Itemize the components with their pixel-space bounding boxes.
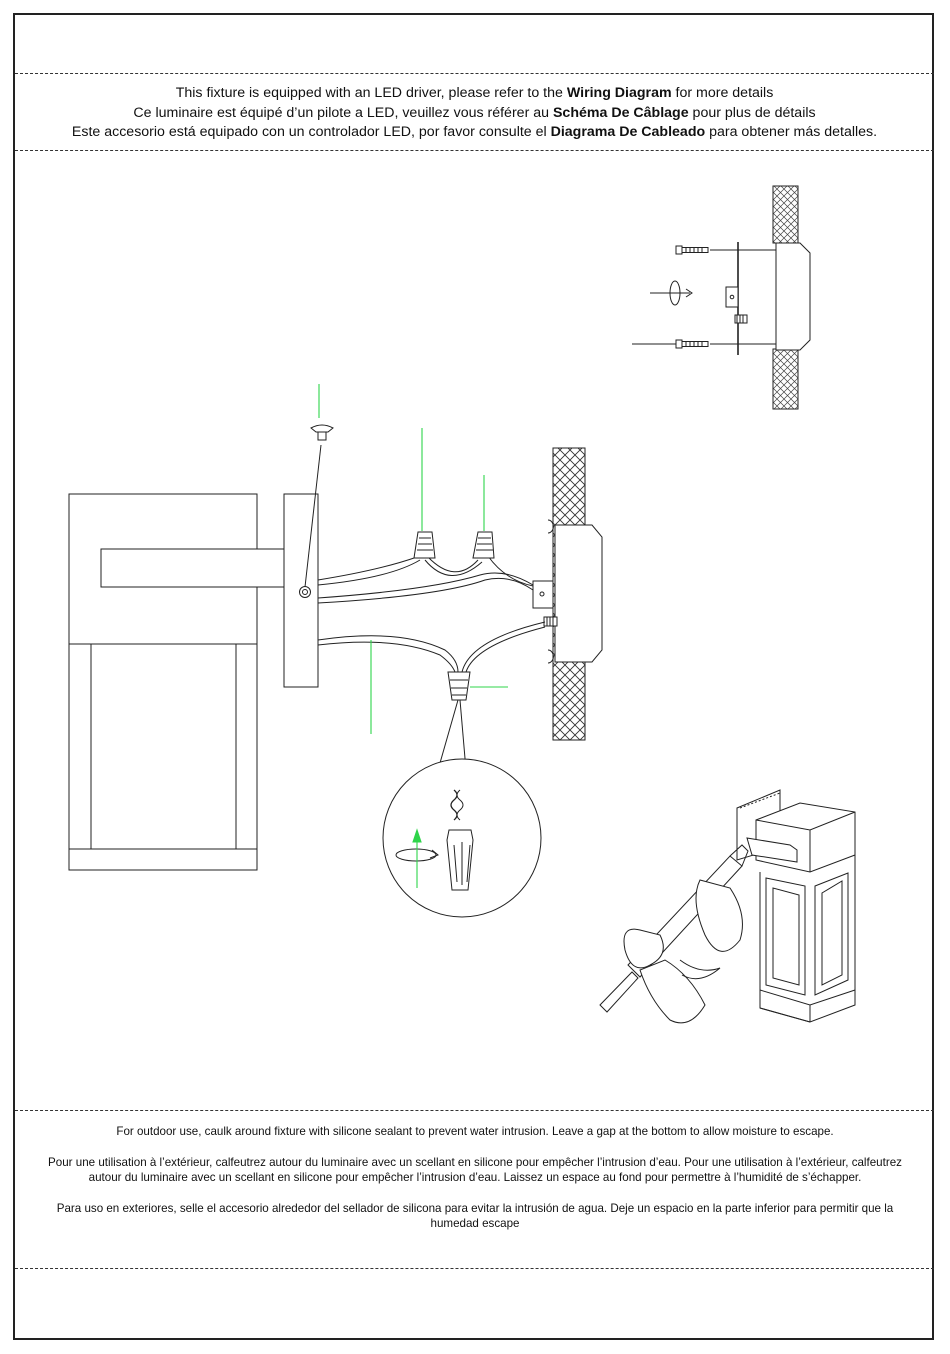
wire-3 (317, 572, 534, 599)
wall-section-bottom (772, 348, 799, 410)
up-arrow-head (412, 828, 422, 843)
wire-connection-diagram (68, 424, 603, 918)
caulk-glove (639, 959, 706, 1024)
junction-box-main (554, 524, 603, 663)
dashed-divider-top (15, 73, 934, 74)
wiring-diagram-ref: Wiring Diagram (566, 85, 672, 101)
caulk-arm (746, 837, 798, 863)
caulk-note-en: For outdoor use, caulk around fixture wi… (116, 1125, 834, 1138)
driver-note-fr: Ce luminaire est équipé d’un pilote a LE… (133, 104, 816, 121)
caulk-plunger (599, 971, 639, 1013)
wall-section-top (772, 185, 799, 244)
driver-note-es: Este accesorio está equipado con un cont… (71, 124, 878, 140)
wire-1 (317, 544, 425, 581)
mounting-screw-head (310, 424, 334, 433)
detail-leader-left (437, 699, 459, 771)
detail-leader-right (459, 699, 467, 771)
outdoor-caulking-note: For outdoor use, caulk around fixture wi… (40, 1124, 910, 1247)
dashed-divider-bottom (15, 1268, 934, 1269)
caulk-hand-right (695, 879, 743, 952)
page-border (13, 13, 934, 1340)
wire-nut-large (446, 829, 474, 891)
caulk-note-es: Para uso en exteriores, selle el accesor… (56, 1201, 894, 1231)
schema-cablage-ref: Schéma De Câblage (552, 104, 689, 121)
wire-2 (427, 556, 479, 573)
junction-box (775, 242, 811, 351)
caulk-hand-left (623, 928, 664, 969)
screw-top (675, 245, 709, 255)
green-leader-lines (318, 384, 508, 888)
wire-ground (461, 621, 546, 673)
dashed-divider-lower (15, 1110, 934, 1111)
mounting-strap (532, 580, 554, 609)
caulk-nozzle (729, 844, 749, 867)
rotation-icon (669, 280, 681, 306)
screw-bottom (675, 339, 709, 349)
wire-nut-1 (413, 531, 436, 559)
mounting-bracket-diagram (632, 185, 811, 410)
wire-nut-3 (447, 671, 471, 701)
screw-guide-line (304, 444, 322, 588)
twist-rotation-icon (395, 848, 437, 862)
led-driver-note: This fixture is equipped with an LED dri… (15, 84, 934, 143)
caulking-illustration (599, 789, 856, 1024)
fixture-backplate (283, 493, 319, 688)
dashed-divider-upper (15, 150, 934, 151)
wire-nut-2 (472, 531, 495, 559)
driver-note-en: This fixture is equipped with an LED dri… (175, 85, 774, 101)
box-tabs (547, 519, 554, 664)
arrow-head (685, 288, 693, 298)
lantern-arm (100, 548, 285, 588)
wire-4 (317, 635, 459, 673)
caulk-note-fr: Pour une utilisation à l’extérieur, calf… (48, 1155, 902, 1185)
ground-screw (734, 314, 748, 324)
bracket-nut (725, 286, 739, 308)
diagrama-cableado-ref: Diagrama De Cableado (550, 124, 706, 140)
